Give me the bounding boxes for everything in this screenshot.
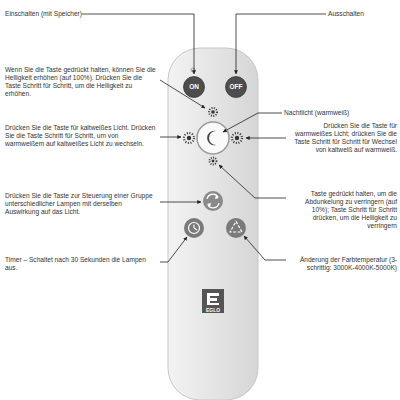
leader-line bbox=[82, 14, 194, 74]
color-temperature-icon bbox=[230, 222, 242, 233]
timer-hands bbox=[194, 225, 197, 231]
color-temperature-button bbox=[226, 218, 246, 238]
sync-icon bbox=[207, 194, 219, 208]
leader-line bbox=[160, 137, 181, 138]
leader-line bbox=[219, 165, 286, 198]
warm-light-icon bbox=[235, 136, 239, 140]
cold-light-icon bbox=[187, 136, 191, 140]
dim-icon bbox=[212, 160, 215, 163]
annotation-text: Drücken Sie die Taste zur Steuerung eine… bbox=[5, 192, 157, 216]
leader-line bbox=[160, 202, 201, 203]
timer-icon bbox=[189, 223, 200, 234]
annotation-text: Drücken Sie die Taste für warmweißes Lic… bbox=[289, 122, 397, 154]
button-shape bbox=[184, 77, 205, 98]
button-label: OFF bbox=[230, 83, 243, 91]
button-shape bbox=[226, 77, 247, 98]
annotation-text: Änderung der Farbtemperatur (3-schrittig… bbox=[289, 256, 397, 272]
annotation-text: Einschalten (mit Speicher) bbox=[5, 10, 165, 18]
control-dial bbox=[197, 122, 229, 154]
cold-light-icon-rays bbox=[184, 133, 194, 143]
leader-line bbox=[223, 113, 282, 132]
logo-text: EGLO bbox=[206, 307, 220, 313]
group-button bbox=[203, 191, 223, 211]
button-label: ON bbox=[189, 83, 199, 91]
remote-body bbox=[168, 48, 258, 400]
annotation-text: Drücken Sie die Taste für kaltweißes Lic… bbox=[5, 124, 157, 148]
annotation-text: Wenn Sie die Taste gedrückt halten, könn… bbox=[5, 66, 157, 98]
brand-logo: EGLO bbox=[202, 289, 224, 313]
moon-icon bbox=[207, 131, 216, 145]
sync-icon-heads bbox=[207, 195, 219, 207]
leader-line bbox=[246, 138, 286, 139]
logo-symbol bbox=[207, 293, 219, 305]
sun-icon bbox=[211, 110, 215, 114]
timer-button bbox=[184, 218, 204, 238]
power-on-button: ON bbox=[183, 76, 205, 98]
annotation-text: Taste gedrückt halten, um die Abdunkelun… bbox=[289, 190, 397, 230]
annotation-text: Timer – Schaltet nach 30 Sekunden die La… bbox=[5, 256, 157, 272]
annotation-text: Nachtlicht (warmweiß) bbox=[284, 109, 398, 117]
leader-line bbox=[244, 236, 286, 260]
sun-icon-rays bbox=[209, 108, 217, 116]
warm-light-icon-rays bbox=[232, 133, 242, 143]
annotation-text: Ausschalten bbox=[328, 10, 398, 18]
leader-line bbox=[236, 14, 326, 74]
dim-icon-rays bbox=[210, 158, 217, 165]
leader-line bbox=[160, 237, 187, 262]
power-off-button: OFF bbox=[225, 76, 247, 98]
